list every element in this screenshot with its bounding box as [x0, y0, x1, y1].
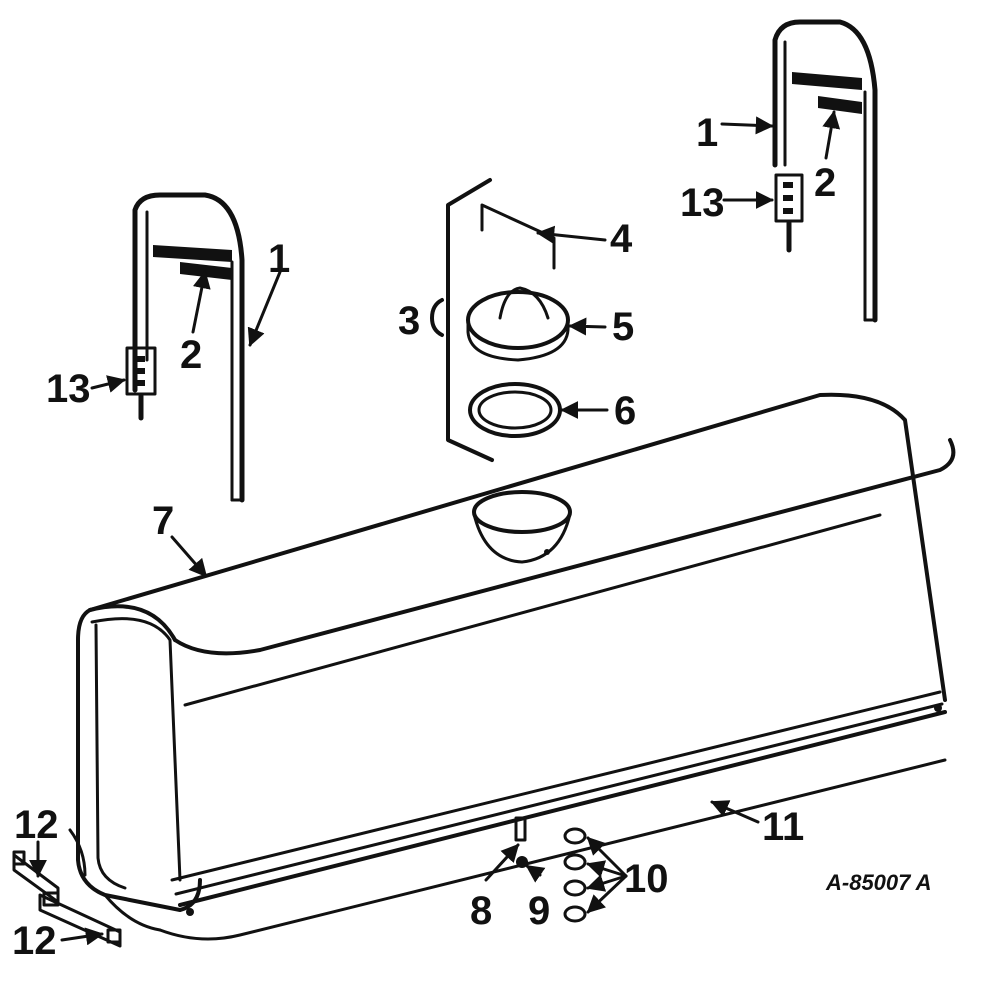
- callout-10-nuts: 10: [624, 857, 669, 901]
- cap-assembly-group: [446, 178, 570, 462]
- leader-lines: [29, 110, 841, 946]
- callout-4-chain: 4: [610, 217, 633, 261]
- callout-7-tank: 7: [152, 499, 174, 543]
- callout-3-cap-assembly: 3: [398, 299, 420, 343]
- callout-8-drain-plug: 8: [470, 889, 492, 933]
- callout-6-gasket: 6: [614, 389, 636, 433]
- drawing-number: A-85007 A: [825, 870, 932, 895]
- callout-1-right: 1: [696, 111, 718, 155]
- callout-2-right: 2: [814, 161, 836, 205]
- callout-1-left: 1: [268, 237, 290, 281]
- callout-13-right: 13: [680, 181, 725, 225]
- callout-13-left: 13: [46, 367, 91, 411]
- callout-2-left: 2: [180, 333, 202, 377]
- right-strap-group: [772, 19, 878, 323]
- drain-hardware: [514, 816, 587, 923]
- callout-12-lower: 12: [12, 919, 57, 963]
- callout-5-cap: 5: [612, 305, 634, 349]
- callout-12-upper: 12: [14, 803, 59, 847]
- fuel-tank: [76, 392, 956, 941]
- callout-9-washer: 9: [528, 889, 550, 933]
- left-strap-group: [125, 192, 245, 503]
- callout-labels: 1 1 2 2 3 4 5 6 7 8 9 10 11 12 12 13 13 …: [12, 111, 932, 963]
- callout-11-skid-bar: 11: [762, 805, 804, 849]
- mounting-brackets: [12, 828, 122, 948]
